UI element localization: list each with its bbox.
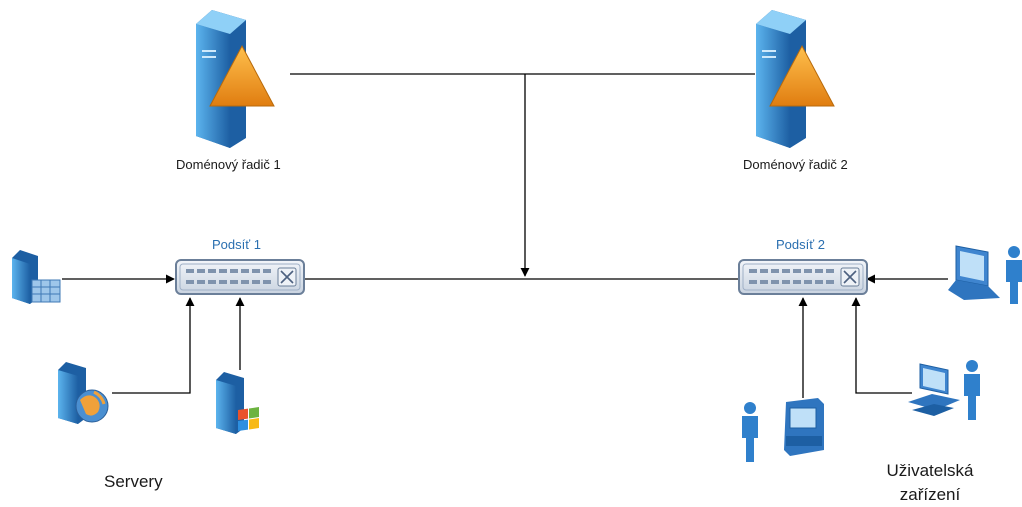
domain-controller-2-label: Doménový řadič 2 [743, 157, 848, 172]
domain-controller-2-icon[interactable] [756, 10, 835, 148]
link-workstation-to-subnet2 [851, 297, 912, 394]
subnet-1-label: Podsíť 1 [212, 237, 261, 252]
user-devices-group-label: Uživatelská zařízení [886, 461, 974, 504]
connections [62, 73, 948, 398]
domain-controller-1-icon[interactable] [196, 10, 275, 148]
domain-controller-1-label: Doménový řadič 1 [176, 157, 281, 172]
subnet-2-label: Podsíť 2 [776, 237, 825, 252]
servers-group-label: Servery [104, 472, 163, 491]
user-icon-terminal [742, 402, 758, 462]
subnet-1-switch-icon[interactable] [175, 259, 305, 295]
windows-server-icon[interactable] [216, 372, 259, 434]
user-icon-right [1006, 246, 1022, 304]
subnet-2-switch-icon[interactable] [738, 259, 868, 295]
user-icon-workstation [964, 360, 980, 420]
workstation-icon[interactable] [908, 363, 960, 416]
laptop-icon[interactable] [948, 245, 1000, 300]
link-server-web-to-subnet1 [112, 297, 195, 394]
terminal-icon[interactable] [784, 398, 824, 456]
web-server-icon[interactable] [58, 362, 109, 424]
database-server-icon[interactable] [12, 250, 61, 304]
